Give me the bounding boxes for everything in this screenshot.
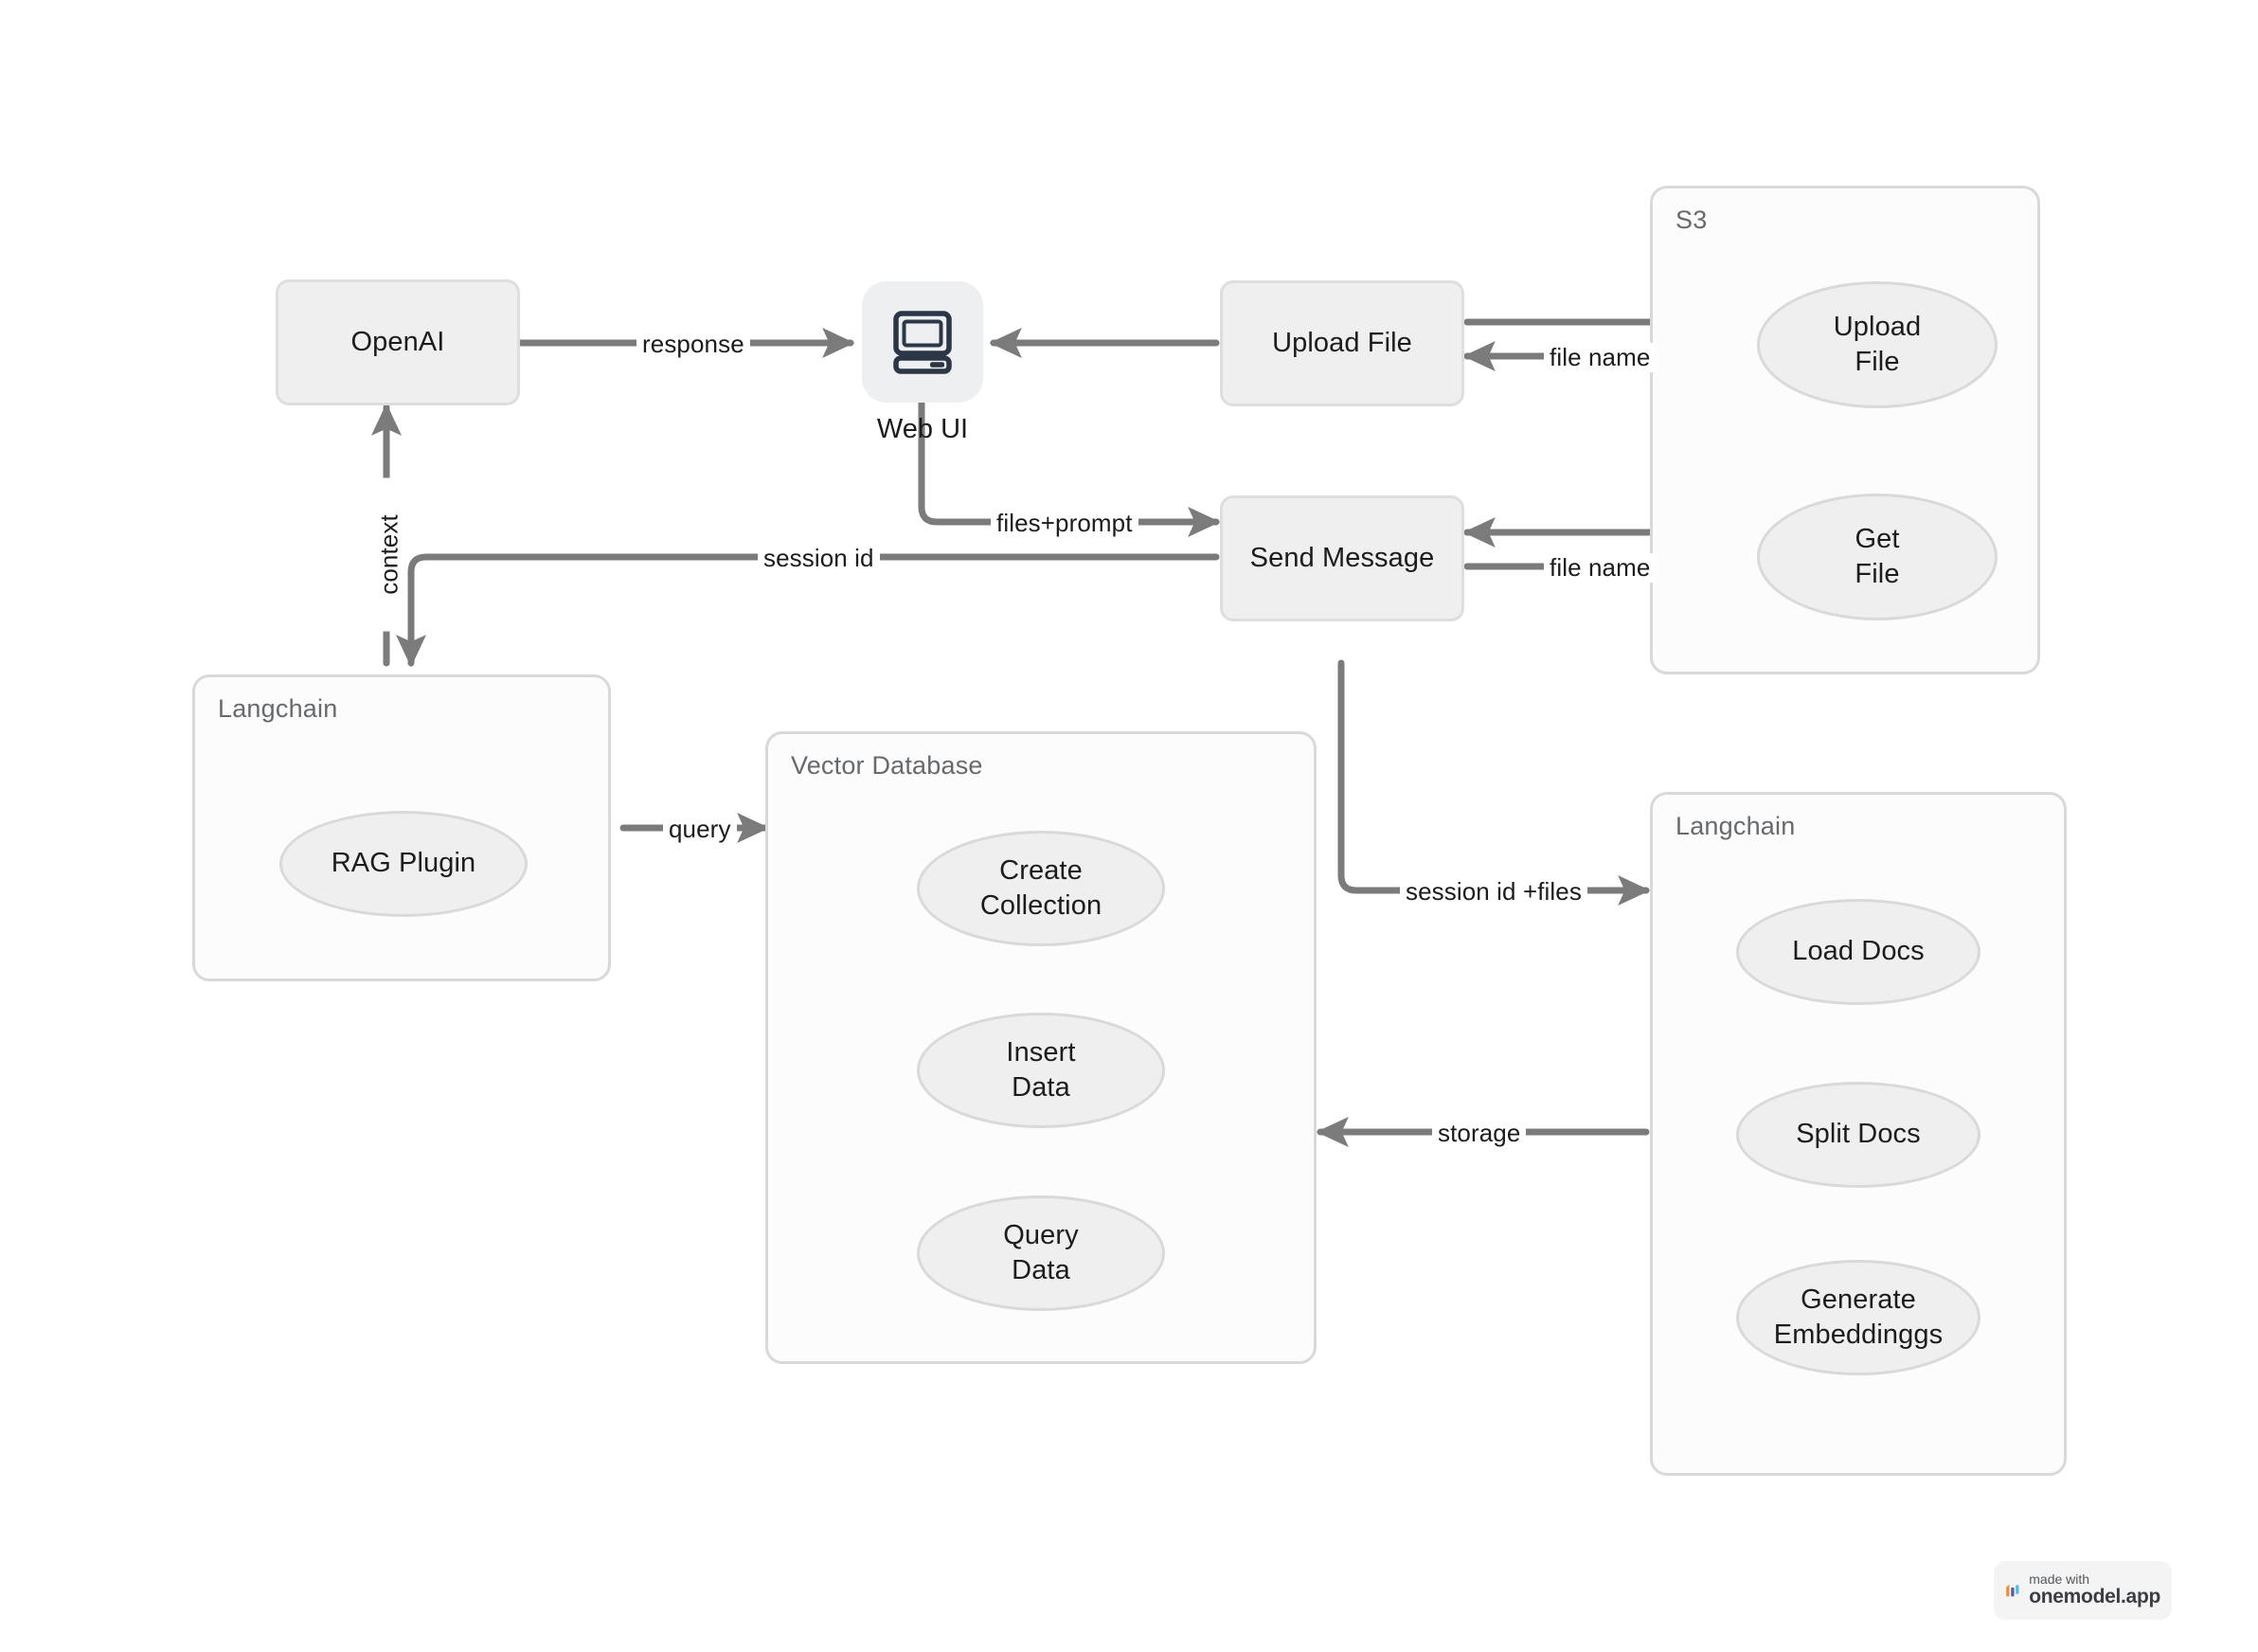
node-upload-file[interactable]: Upload File (1220, 280, 1464, 406)
node-generate-embeddings-line1: Generate (1801, 1284, 1916, 1315)
watermark-made-with: made with (2029, 1571, 2090, 1588)
edge-label-file-name-get: file name (1544, 553, 1657, 583)
node-upload-file-label: Upload File (1272, 328, 1412, 358)
node-s3-upload-file-line1: Upload (1833, 311, 1922, 342)
edge-label-files-prompt: files+prompt (991, 509, 1138, 538)
node-create-collection[interactable]: Create Collection (917, 831, 1165, 946)
node-s3-get-file[interactable]: Get File (1757, 494, 1998, 620)
group-label-langchain-left: Langchain (218, 694, 338, 723)
node-split-docs-label: Split Docs (1796, 1119, 1921, 1150)
node-insert-data-line2: Data (1012, 1072, 1070, 1103)
node-s3-upload-file[interactable]: Upload File (1757, 281, 1998, 408)
node-s3-get-file-line1: Get (1855, 523, 1900, 554)
node-send-message-label: Send Message (1249, 543, 1435, 573)
node-send-message[interactable]: Send Message (1220, 495, 1464, 621)
node-create-collection-line2: Collection (979, 890, 1102, 921)
node-load-docs[interactable]: Load Docs (1736, 899, 1980, 1005)
group-label-langchain-right: Langchain (1676, 812, 1796, 840)
edge-label-query: query (663, 815, 737, 844)
edge-label-context: context (374, 477, 404, 632)
node-rag-plugin[interactable]: RAG Plugin (279, 811, 528, 917)
node-rag-plugin-label: RAG Plugin (331, 848, 476, 879)
node-web-ui-label: Web UI (876, 414, 969, 444)
edge-webui-to-sendmessage (918, 399, 1221, 538)
edge-label-file-name-upload: file name (1544, 343, 1657, 372)
node-query-data-line2: Data (1012, 1255, 1070, 1285)
watermark-brand: onemodel.app (2029, 1586, 2160, 1608)
node-s3-get-file-line2: File (1855, 559, 1900, 589)
onemodel-bars-logo (2006, 1584, 2019, 1597)
node-split-docs[interactable]: Split Docs (1736, 1082, 1980, 1188)
node-load-docs-label: Load Docs (1792, 936, 1925, 967)
node-openai-label: OpenAI (350, 327, 445, 357)
edge-label-response: response (636, 330, 750, 359)
watermark-onemodel[interactable]: made with onemodel.app (1994, 1561, 2172, 1620)
watermark-text: made with onemodel.app (2029, 1571, 2160, 1608)
edge-sendmessage-to-langchainright (1337, 659, 1651, 907)
desktop-computer-icon (893, 311, 952, 374)
node-create-collection-line1: Create (999, 854, 1083, 886)
node-insert-data[interactable]: Insert Data (917, 1013, 1165, 1128)
node-query-data-line1: Query (1003, 1219, 1079, 1250)
edge-sendmessage-to-langchainleft (395, 553, 1220, 668)
group-label-s3: S3 (1676, 206, 1708, 234)
group-label-vector-database: Vector Database (791, 751, 983, 780)
node-s3-upload-file-line2: File (1855, 347, 1900, 377)
node-generate-embeddings-line2: Embeddinggs (1773, 1320, 1944, 1350)
edge-label-session-id-files: session id +files (1400, 877, 1587, 907)
edge-label-storage: storage (1432, 1119, 1527, 1148)
node-web-ui[interactable] (862, 281, 983, 403)
edge-label-session-id: session id (758, 544, 880, 573)
node-generate-embeddings[interactable]: Generate Embeddinggs (1736, 1260, 1980, 1375)
node-insert-data-line1: Insert (1006, 1036, 1076, 1068)
node-query-data[interactable]: Query Data (917, 1195, 1165, 1311)
node-openai[interactable]: OpenAI (276, 279, 520, 405)
